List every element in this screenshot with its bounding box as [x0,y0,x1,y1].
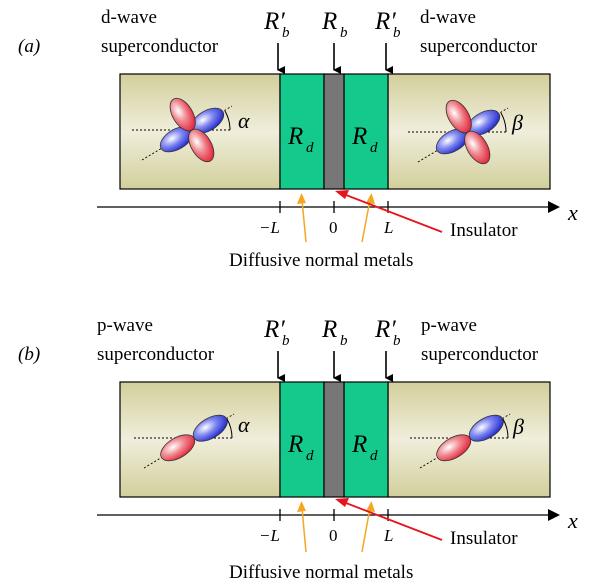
beta-label-a: β [511,110,523,135]
dnm-pointer-left-a [297,193,307,243]
svg-text:b: b [282,333,290,349]
x-axis-label-a: x [567,200,578,225]
svg-text:R′: R′ [374,8,396,35]
right-superconductor-label-a: superconductor [420,36,538,57]
alpha-label-a: α [238,108,250,133]
alpha-label-b: α [238,412,250,437]
svg-text:R: R [321,316,337,343]
dnm-pointer-left-b [297,501,307,553]
svg-text:d: d [306,448,314,464]
svg-text:R: R [351,431,367,458]
svg-text:d: d [370,448,378,464]
d-wave-order-parameter-right-a [408,99,509,165]
tick-label-l-a: L [383,218,393,237]
svg-text:b: b [393,25,401,41]
panel-b-label: (b) [18,344,40,365]
svg-text:R′: R′ [263,8,285,35]
left-superconductor-type-b: p-wave [97,315,153,336]
rd-right-b: R d [351,431,378,464]
svg-text:R: R [287,123,303,150]
tick-label-zero-b: 0 [329,526,338,545]
svg-text:R: R [287,431,303,458]
tick-label-l-b: L [383,526,393,545]
insulator-b [323,381,345,498]
left-superconductor-label-b: superconductor [97,344,215,365]
svg-text:b: b [282,25,290,41]
right-superconductor-type-a: d-wave [420,7,476,28]
x-axis-label-b: x [567,508,578,533]
tick-label-minus-l-a: −L [259,218,280,237]
rb-prime-right-b: R′ b [374,316,401,349]
svg-text:b: b [393,333,401,349]
rd-left-a: R d [287,123,314,156]
svg-text:R′: R′ [374,316,396,343]
p-wave-order-parameter-right-b [410,413,511,469]
svg-text:R: R [351,123,367,150]
svg-text:R: R [321,8,337,35]
insulator-a [323,73,345,190]
panel-a: (a) d-wave superconductor d-wave superco… [18,7,578,271]
x-axis-arrowhead-b [548,509,560,521]
panel-a-label: (a) [18,36,40,57]
rd-right-a: R d [351,123,378,156]
p-wave-order-parameter-left-b [134,413,235,469]
rd-left-b: R d [287,431,314,464]
left-superconductor-label-a: superconductor [101,36,219,57]
d-wave-order-parameter-left-a [132,97,233,163]
insulator-pointer-a [335,190,443,233]
svg-text:b: b [340,25,348,41]
beta-label-b: β [512,414,524,439]
dnm-left-a [279,73,325,190]
svg-text:R′: R′ [263,316,285,343]
left-superconductor-type-a: d-wave [101,7,157,28]
rb-center-b: R b [321,316,348,349]
dnm-label-a: Diffusive normal metals [229,250,413,271]
svg-text:b: b [340,333,348,349]
svg-text:d: d [370,140,378,156]
dnm-pointer-right-a [361,193,375,243]
rb-prime-left-b: R′ b [263,316,290,349]
rb-center-a: R b [321,8,348,41]
panel-b: (b) p-wave superconductor p-wave superco… [18,315,578,583]
insulator-pointer-b [335,498,443,541]
dnm-left-b [279,381,325,498]
insulator-label-b: Insulator [450,528,518,549]
x-axis-arrowhead-a [548,201,560,213]
dnm-right-a [343,73,389,190]
dnm-right-b [343,381,389,498]
rb-prime-left-a: R′ b [263,8,290,41]
dnm-label-b: Diffusive normal metals [229,562,413,583]
svg-text:d: d [306,140,314,156]
right-superconductor-type-b: p-wave [421,315,477,336]
rb-prime-right-a: R′ b [374,8,401,41]
tick-label-minus-l-b: −L [259,526,280,545]
right-superconductor-label-b: superconductor [421,344,539,365]
insulator-label-a: Insulator [450,220,518,241]
dnm-pointer-right-b [361,501,375,553]
tick-label-zero-a: 0 [329,218,338,237]
